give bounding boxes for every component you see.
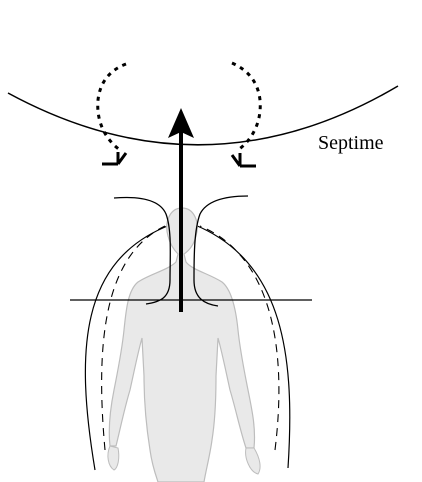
left-swirl-tip bbox=[102, 152, 126, 164]
right-hand bbox=[246, 448, 260, 474]
septime-label: Septime bbox=[318, 133, 384, 153]
left-hand bbox=[108, 446, 119, 470]
right-swirl-tip bbox=[232, 153, 256, 166]
right-swirl-arrow bbox=[232, 63, 260, 150]
